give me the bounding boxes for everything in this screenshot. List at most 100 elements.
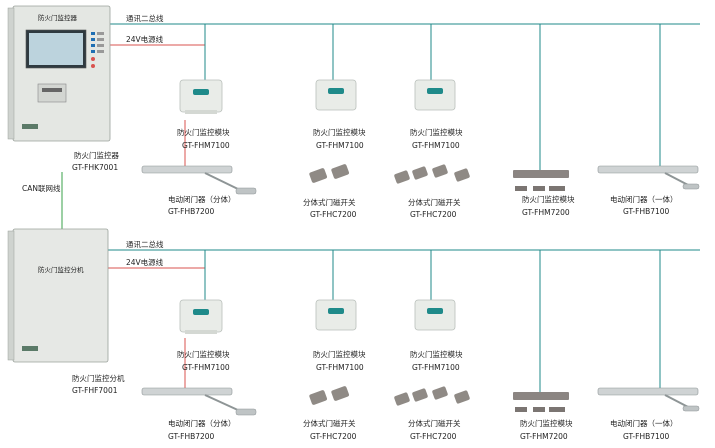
wiring-top [96,23,700,170]
monitor-module-7200-name: 防火门监控模块 [520,418,573,428]
module-7200-body [513,170,569,178]
monitor-module-base [185,110,217,114]
monitor-module-device [414,79,456,111]
controller-button [91,38,95,41]
closer-arm [204,394,241,412]
module-7200-part [515,407,527,412]
closer-arm-rail [597,165,699,174]
door-switch-part [432,164,448,178]
controller-indicator-light [91,64,95,68]
sub-controller-panel-title: 防火门监控分机 [38,265,84,274]
split-closer-model: GT-FHB7200 [168,207,215,216]
module-7200-part [533,186,545,191]
module-7200-part [549,407,565,412]
monitor-module-base [185,330,217,334]
sub-controller-cabinet [12,228,109,363]
closer-arm-rail [141,165,233,174]
controller-indicator-light [91,57,95,61]
monitor-module-device [179,299,223,334]
module-7200-part [549,186,565,191]
main-controller: 防火门监控器 [7,5,111,142]
module-7200-part [533,407,545,412]
door-switch-part [394,392,410,406]
closer-arm-rail [597,387,699,396]
monitor-module-name: 防火门监控模块 [313,127,366,137]
sub-controller-name: 防火门监控分机 [72,373,125,383]
door-switch-name: 分体式门磁开关 [408,197,461,207]
integrated-closer-name: 电动闭门器（一体） [610,194,678,204]
can-line-label: CAN联网线 [22,183,61,193]
monitor-module-indicator [193,89,209,95]
controller-printer [37,83,67,103]
controller-button [91,32,95,35]
controller-name: 防火门监控器 [74,150,119,160]
monitor-module-indicator [328,88,344,94]
door-switch-name: 分体式门磁开关 [408,418,461,428]
controller-model: GT-FHK7001 [72,163,118,172]
module-7200-body [513,392,569,400]
split-closer-model: GT-FHB7200 [168,432,215,441]
integrated-closer-model: GT-FHB7100 [623,207,670,216]
bus-line-top-label: 通讯二总线 [126,13,164,23]
door-switch-device [309,164,350,183]
split-closer-name: 电动闭门器（分体） [168,194,236,204]
module-7200-part [515,186,527,191]
door-switch-device [394,386,470,406]
controller-button [97,38,104,41]
closer-bracket [235,408,257,416]
monitor-module-body [414,79,456,111]
door-switch-part [412,388,428,402]
monitor-module-body [315,299,357,331]
integrated-closer-device [597,165,700,190]
monitor-module-device [315,79,357,111]
door-switch-model: GT-FHC7200 [310,432,357,441]
closer-arm [204,172,241,191]
monitor-module-7200-name: 防火门监控模块 [522,194,575,204]
door-switch-part [432,386,448,400]
split-closer-name: 电动闭门器（分体） [168,418,236,428]
monitor-module-model: GT-FHM7100 [182,363,230,372]
controller-printer-slot [42,88,62,92]
monitor-module-body [179,299,223,333]
monitor-module-body [179,79,223,113]
monitor-module-name: 防火门监控模块 [410,127,463,137]
door-switch-part [309,168,328,183]
door-switch-part [331,164,350,179]
monitor-module-device [315,299,357,331]
integrated-closer-name: 电动闭门器（一体） [610,418,678,428]
monitor-module-body [315,79,357,111]
closer-bracket [682,405,700,412]
monitor-module-model: GT-FHM7100 [316,141,364,150]
door-switch-model: GT-FHC7200 [410,432,457,441]
monitor-module-model: GT-FHM7100 [412,363,460,372]
monitor-module-7200-device [513,392,569,412]
door-switch-part [454,390,470,404]
monitor-module-indicator [193,309,209,315]
monitor-module-7200-model: GT-FHM7200 [520,432,568,441]
controller-door-hinge [7,7,15,140]
split-closer-device [141,165,257,195]
monitor-module-indicator [427,88,443,94]
controller-buttons [91,32,104,68]
monitor-module-7200-model: GT-FHM7200 [522,208,570,217]
sub-controller-logo [22,346,38,351]
controller-logo [22,124,38,129]
door-switch-model: GT-FHC7200 [410,210,457,219]
monitor-module-name: 防火门监控模块 [313,349,366,359]
controller-screen-title: 防火门监控器 [38,13,78,22]
monitor-module-7200-device [513,170,569,191]
controller-screen-display [29,33,83,65]
monitor-module-model: GT-FHM7100 [412,141,460,150]
monitor-module-model: GT-FHM7100 [316,363,364,372]
sub-controller-door-hinge [7,230,15,361]
closer-bracket [235,187,257,195]
door-switch-part [394,170,410,184]
door-switch-model: GT-FHC7200 [310,210,357,219]
bus-line-bottom-label: 通讯二总线 [126,239,164,249]
sub-controller-model: GT-FHF7001 [72,386,118,395]
integrated-closer-device [597,387,700,412]
monitor-module-device [179,79,223,114]
controller-button [97,44,104,47]
door-switch-part [454,168,470,182]
monitor-module-model: GT-FHM7100 [182,141,230,150]
